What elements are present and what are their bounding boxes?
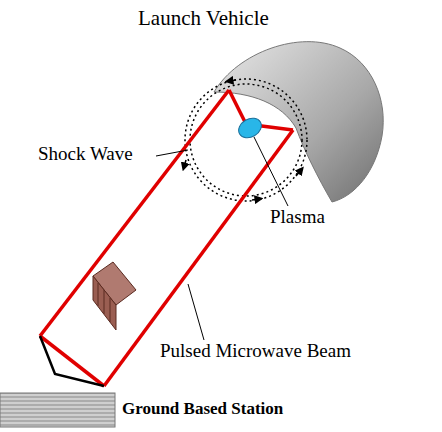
shock-arrow	[229, 80, 236, 81]
shock-wave	[185, 79, 307, 201]
leader-line	[188, 284, 204, 340]
shock-wave-label: Shock Wave	[38, 144, 133, 165]
plasma-label: Plasma	[270, 207, 325, 228]
pulse-packet	[93, 262, 136, 330]
station-label: Ground Based Station	[122, 400, 283, 419]
shock-arrow	[184, 160, 186, 167]
beam-label: Pulsed Microwave Beam	[160, 341, 351, 362]
launch-vehicle	[214, 42, 383, 202]
leader-line	[156, 150, 188, 156]
shock-arrow	[296, 170, 301, 176]
plasma-blob	[235, 114, 265, 142]
antenna-dish	[40, 336, 104, 386]
vehicle-label: Launch Vehicle	[138, 7, 269, 30]
ground-block	[0, 393, 115, 427]
shock-arrow	[252, 199, 259, 200]
leader-line	[254, 137, 288, 206]
